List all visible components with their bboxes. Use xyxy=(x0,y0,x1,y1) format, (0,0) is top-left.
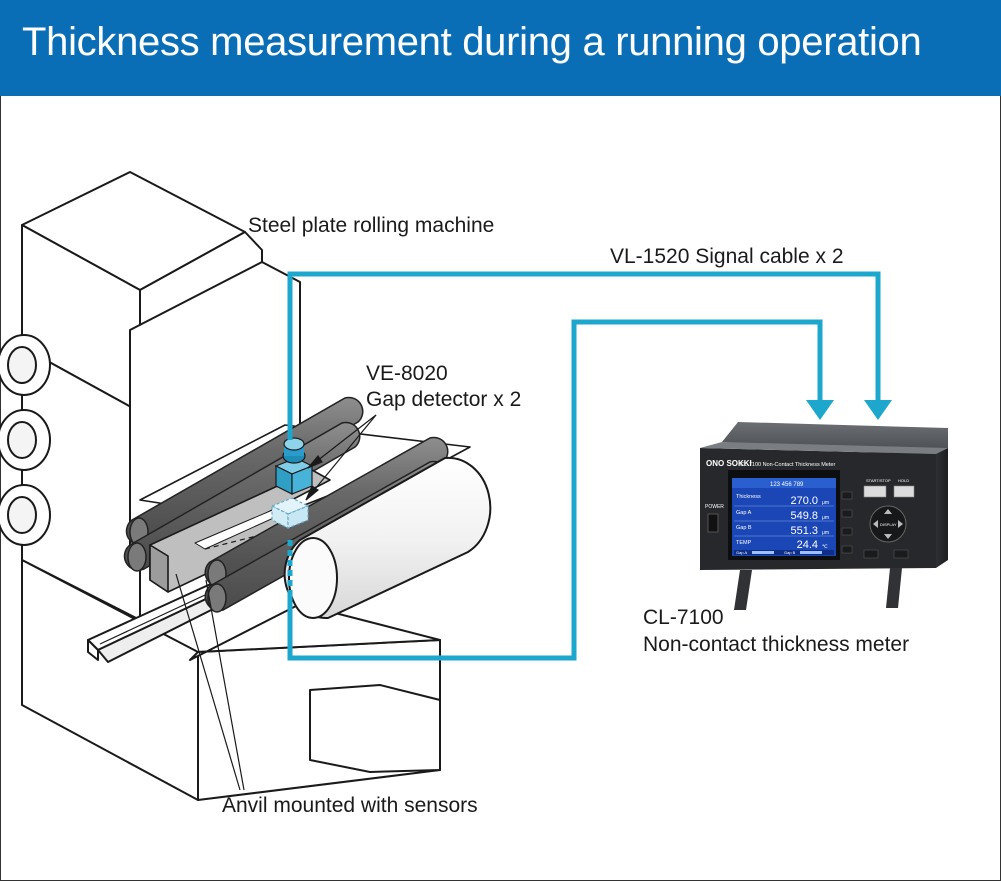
gap-detectors xyxy=(270,437,314,529)
screen-row-label: Gap B xyxy=(736,525,752,531)
anvil-label: Anvil mounted with sensors xyxy=(222,794,478,817)
arrow-left-icon xyxy=(873,520,878,528)
key-panel: START/STOP HOLD DISPLAY xyxy=(841,478,915,559)
signal-cables xyxy=(287,271,881,661)
detector-desc-label: Gap detector x 2 xyxy=(366,388,521,411)
title-banner: Thickness measurement during a running o… xyxy=(0,0,1001,96)
start-stop-key xyxy=(863,485,887,498)
arrow-down-icon xyxy=(864,400,892,420)
arrow-down-icon xyxy=(806,400,834,420)
cable-lower xyxy=(287,319,823,661)
meter-desc-label: Non-contact thickness meter xyxy=(643,633,909,656)
screen-row-unit: ℃ xyxy=(822,544,828,550)
device-header: CL-7100 Non-Contact Thickness Meter xyxy=(740,462,835,468)
screen-row-value: 270.0 xyxy=(790,495,818,507)
backup-roll xyxy=(283,456,492,620)
cable-upper xyxy=(287,271,881,440)
machine-label: Steel plate rolling machine xyxy=(248,214,494,237)
device-brand: ONO SOKKI xyxy=(706,459,752,468)
gap-b-bar xyxy=(800,551,822,554)
meter-model-label: CL-7100 xyxy=(643,606,724,629)
screen-row-value: 549.8 xyxy=(790,510,818,522)
gap-a-bar xyxy=(752,551,774,554)
arrow-up-icon xyxy=(884,509,892,514)
screen-row-label: TEMP xyxy=(736,540,752,546)
detector-model-label: VE-8020 xyxy=(366,362,448,385)
hold-label: HOLD xyxy=(898,478,909,483)
thickness-meter: ONO SOKKI CL-7100 Non-Contact Thickness … xyxy=(700,422,948,610)
screen-row-unit: μm xyxy=(822,530,829,536)
screen-rows: Thickness 270.0 μm Gap A 549.8 μm Gap B … xyxy=(734,494,834,551)
screen-row-unit: μm xyxy=(822,515,829,521)
power-switch xyxy=(707,513,719,533)
page-title: Thickness measurement during a running o… xyxy=(22,20,922,64)
display-label: DISPLAY xyxy=(880,522,897,527)
start-stop-label: START/STOP xyxy=(866,478,891,483)
bar-a-label: Gap A xyxy=(736,550,747,555)
leader-lines xyxy=(175,414,377,791)
hold-key xyxy=(893,485,915,498)
rolling-machine xyxy=(0,171,441,801)
screen-row-unit: μm xyxy=(822,500,829,506)
power-label: POWER xyxy=(705,504,724,510)
screen-row-value: 551.3 xyxy=(790,525,818,537)
cable-label: VL-1520 Signal cable x 2 xyxy=(610,245,844,268)
screen-row-label: Thickness xyxy=(736,494,761,500)
screen-tab: 123 456 789 xyxy=(770,482,804,488)
bar-b-label: Gap B xyxy=(784,550,796,555)
screen-row-label: Gap A xyxy=(736,510,752,516)
arrow-down-icon xyxy=(884,534,892,539)
arrow-right-icon xyxy=(898,520,903,528)
lcd-screen xyxy=(732,478,836,556)
cable-arrows xyxy=(806,400,892,420)
screen-row-value: 24.4 xyxy=(797,539,818,551)
